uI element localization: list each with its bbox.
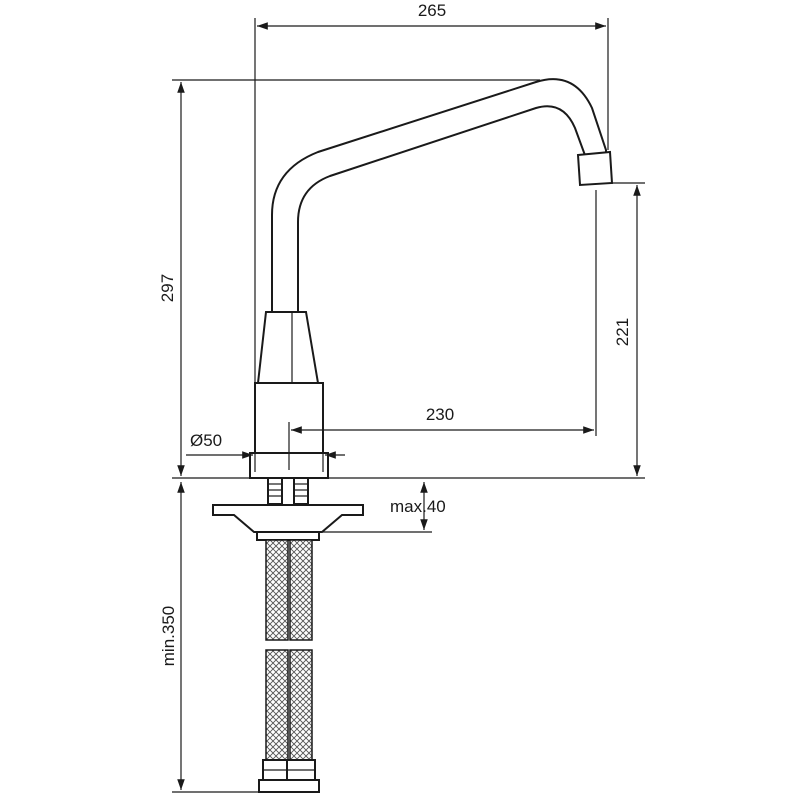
min-hose-label: min.350 — [159, 606, 178, 666]
dimension-overall-width: 265 — [254, 1, 609, 430]
dimension-spout-height: 221 — [328, 182, 645, 479]
overall-width-label: 265 — [418, 1, 446, 20]
overall-height-label: 297 — [158, 274, 177, 302]
dimension-overall-height: 297 — [158, 79, 540, 479]
supply-hoses — [258, 539, 320, 793]
hose-left-lower — [265, 649, 289, 761]
max-deck-label: max.40 — [390, 497, 446, 516]
dimension-spout-reach: 230 — [288, 190, 597, 470]
spout-reach-label: 230 — [426, 405, 454, 424]
body-diameter-label: Ø50 — [190, 431, 222, 450]
dimension-min-hose: min.350 — [159, 482, 259, 793]
dimension-body-diameter: Ø50 — [186, 431, 345, 472]
hose-left-upper — [265, 539, 289, 641]
dimension-max-deck: max.40 — [319, 482, 446, 533]
hose-right-lower — [289, 649, 313, 761]
faucet-spout — [271, 78, 614, 312]
hose-right-upper — [289, 539, 313, 641]
spout-height-label: 221 — [613, 318, 632, 346]
mounting-hardware — [212, 477, 364, 541]
